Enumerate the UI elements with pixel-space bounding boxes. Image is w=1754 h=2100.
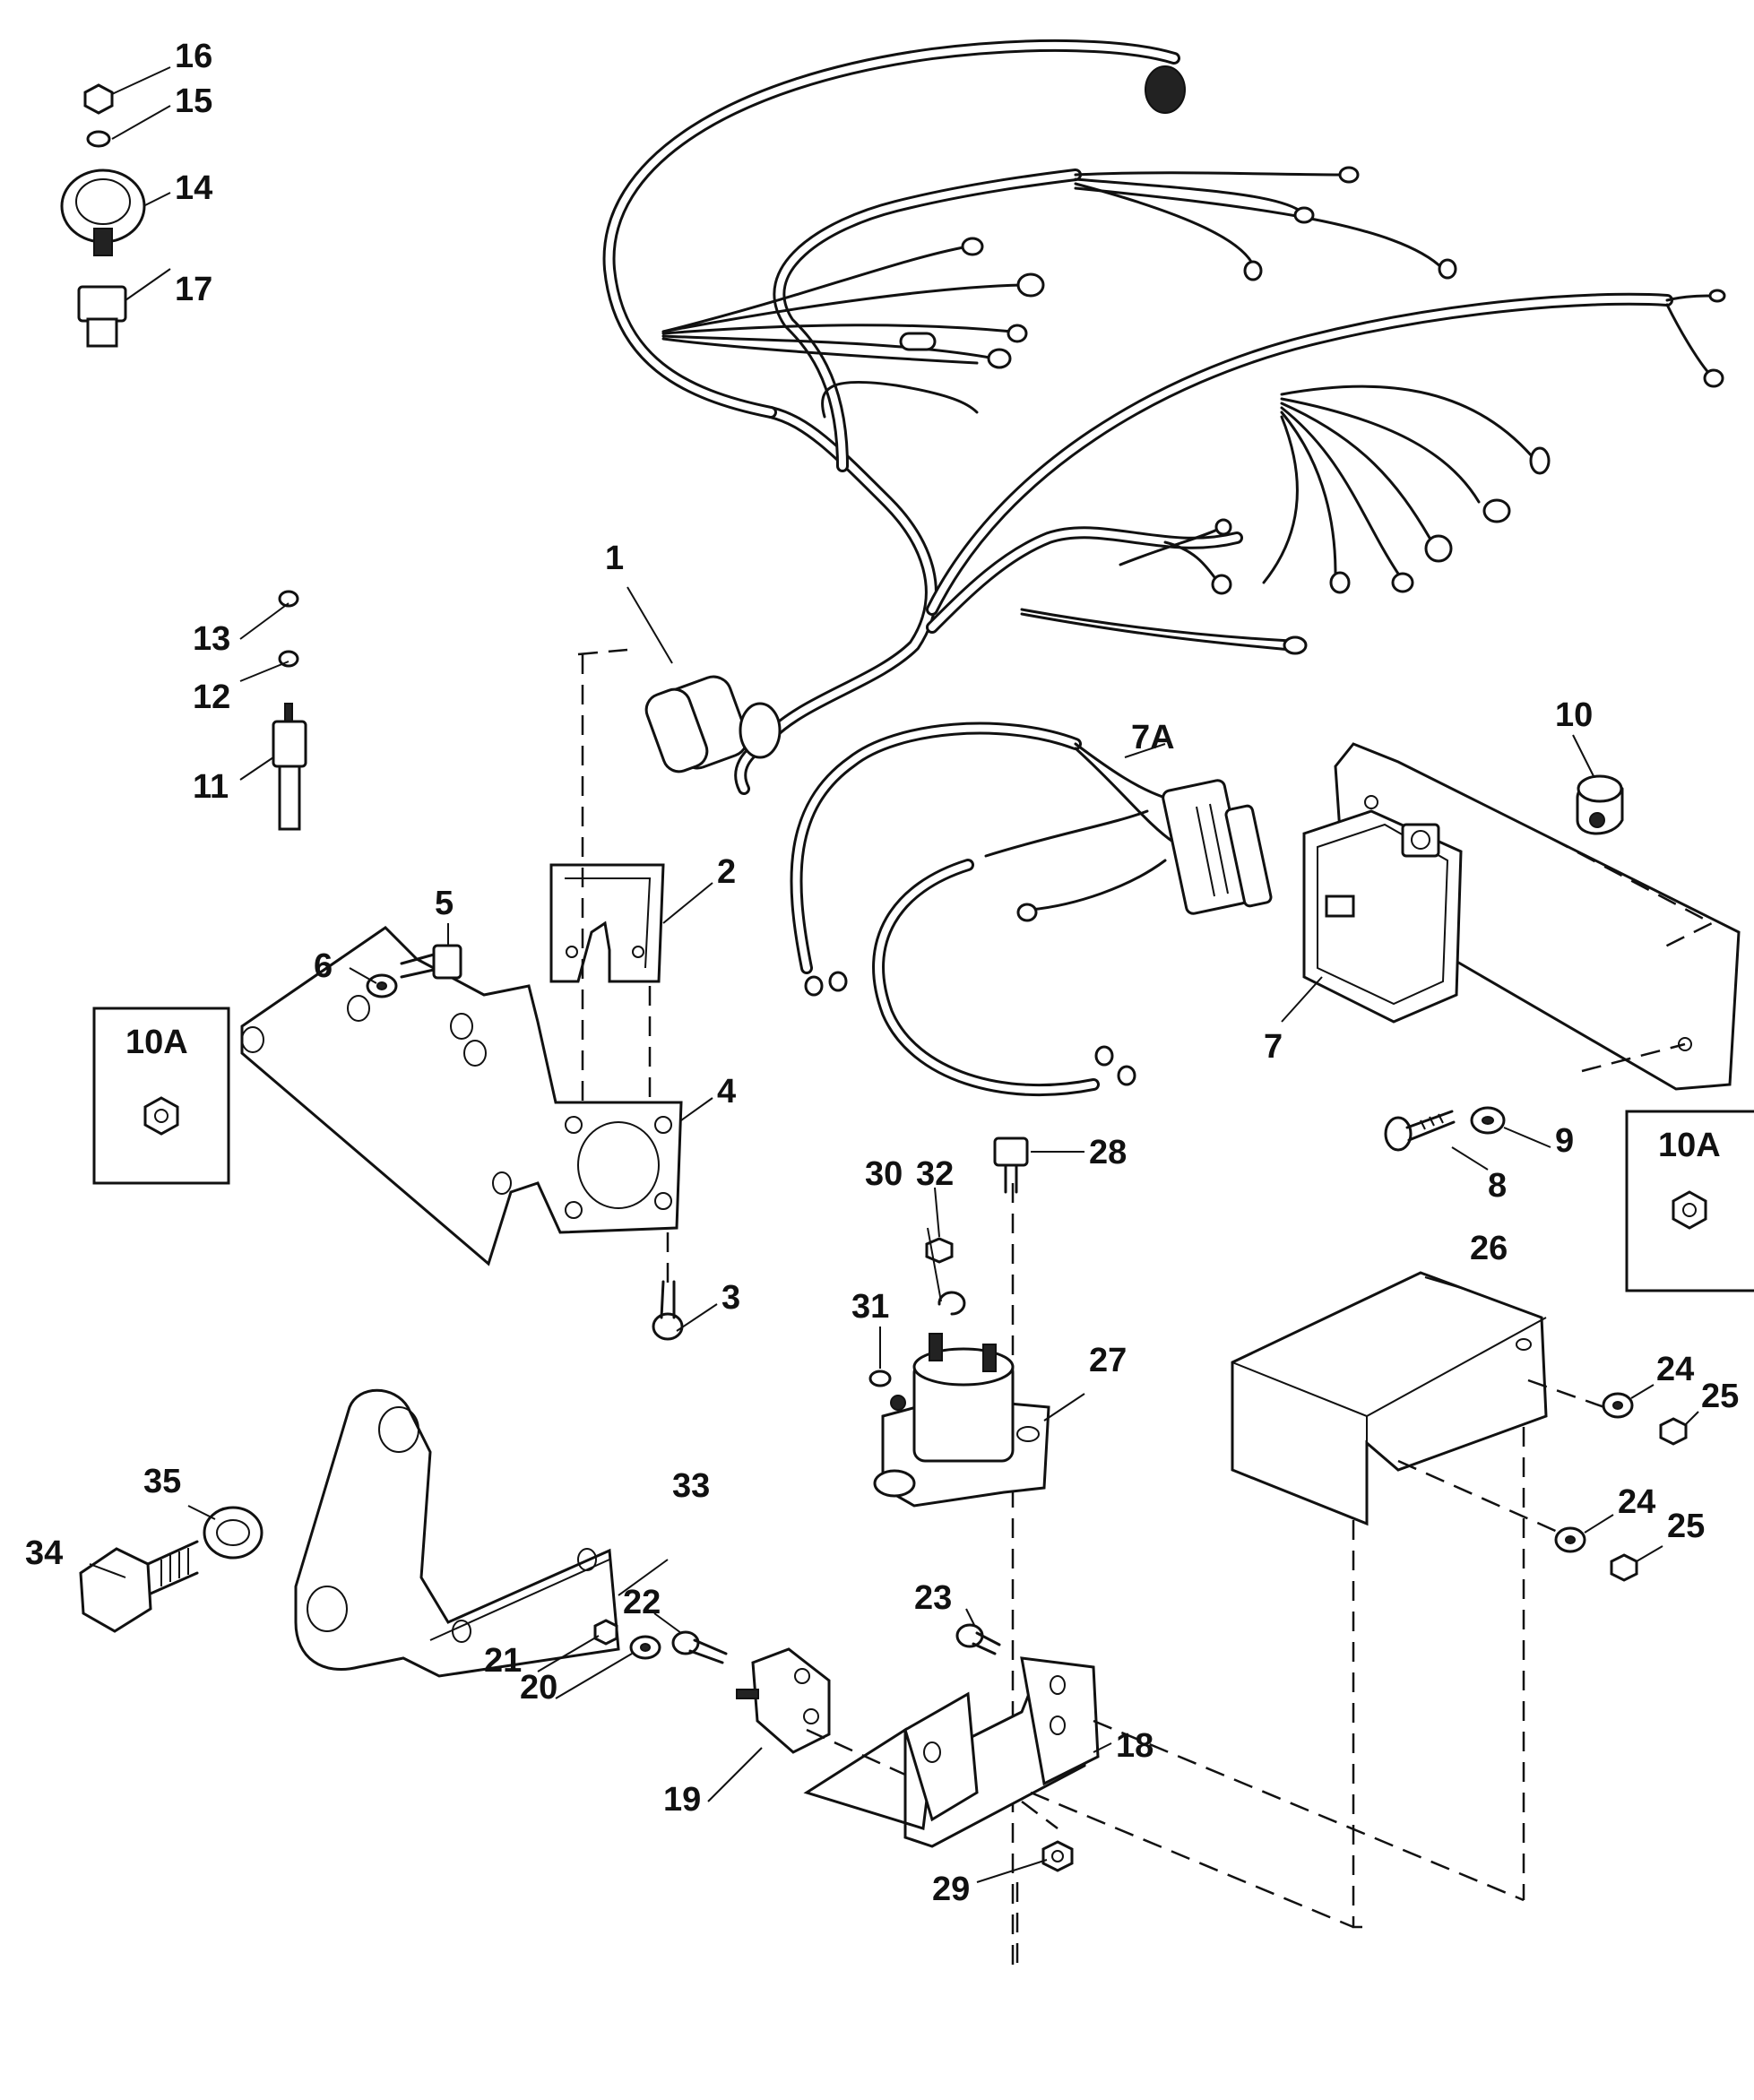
callout-34: 34 [25,1534,63,1572]
bolt-34 [79,1540,199,1633]
connector-7a [1162,779,1273,915]
washer-24-lower [1554,1526,1586,1553]
callout-28: 28 [1089,1134,1127,1171]
callout-27: 27 [1089,1342,1127,1379]
solenoid-27 [873,1333,1050,1508]
nut-10a-box-right [1625,1110,1754,1292]
callout-12: 12 [193,678,230,716]
callout-13: 13 [193,620,230,658]
callout-1: 1 [605,540,624,577]
spacer-10 [1576,774,1624,835]
switch-19 [736,1647,831,1754]
callout-26: 26 [1470,1230,1508,1267]
callout-24-upper: 24 [1656,1351,1694,1388]
callout-25-upper: 25 [1701,1378,1739,1415]
callout-24-lower: 24 [1618,1483,1655,1521]
callout-labels: 16 15 14 17 13 12 11 1 2 4 3 5 6 7A 10 7… [25,38,1739,1908]
callout-19: 19 [663,1781,701,1819]
callout-2: 2 [717,853,736,891]
washer-35 [203,1506,264,1560]
clip-30 [937,1291,966,1316]
callout-22: 22 [623,1584,661,1621]
bracket-2 [549,863,665,983]
callout-20: 20 [520,1669,557,1707]
harness-connector [644,675,782,795]
callout-23: 23 [914,1579,952,1617]
screw-3 [652,1280,684,1341]
callout-9: 9 [1555,1122,1574,1160]
callout-10a-right: 10A [1658,1127,1721,1164]
washer-24-upper [1602,1392,1634,1419]
wiring-harness [602,39,1726,755]
callout-14: 14 [175,169,212,207]
callout-7a: 7A [1131,719,1175,756]
wire-set-7a [790,722,1176,1096]
sender-assembly-14 [60,83,146,348]
callout-5: 5 [435,885,454,922]
callout-10: 10 [1555,696,1593,734]
callout-30: 30 [865,1155,903,1193]
callout-29: 29 [932,1871,970,1908]
module-7-assembly [1302,742,1741,1091]
callout-17: 17 [175,271,212,308]
screw-23 [955,1623,1001,1655]
callout-10a-left: 10A [125,1024,188,1061]
callout-6: 6 [314,947,333,985]
callout-3: 3 [721,1279,740,1317]
cover-26 [1231,1271,1548,1526]
washer-6 [366,973,398,998]
nut-21 [593,1619,618,1646]
callout-7: 7 [1264,1028,1283,1066]
callout-31: 31 [851,1288,889,1326]
screw-22 [671,1630,728,1664]
callout-18: 18 [1116,1727,1153,1765]
nut-25-upper [1659,1417,1688,1446]
bracket-18 [803,1656,1100,1848]
screw-5 [400,944,462,980]
screw-28 [993,1136,1029,1194]
callout-33: 33 [672,1467,710,1505]
nut-29 [1041,1840,1074,1872]
callout-11: 11 [193,768,229,806]
sender-assembly-11 [272,590,307,831]
washer-31 [868,1370,892,1387]
washer-9 [1470,1106,1506,1135]
callout-35: 35 [143,1463,181,1500]
leader-lines [89,66,1699,1883]
callout-4: 4 [717,1073,736,1110]
callout-15: 15 [175,82,212,120]
callout-25-lower: 25 [1667,1508,1705,1545]
callout-32: 32 [916,1155,954,1193]
nut-25-lower [1610,1553,1638,1582]
nut-10a-box-left [92,1007,230,1185]
callout-16: 16 [175,38,212,75]
screw-8 [1384,1110,1456,1152]
callout-21: 21 [484,1642,522,1680]
washer-20 [629,1635,661,1660]
bracket-33 [294,1388,620,1678]
callout-8: 8 [1488,1167,1507,1205]
